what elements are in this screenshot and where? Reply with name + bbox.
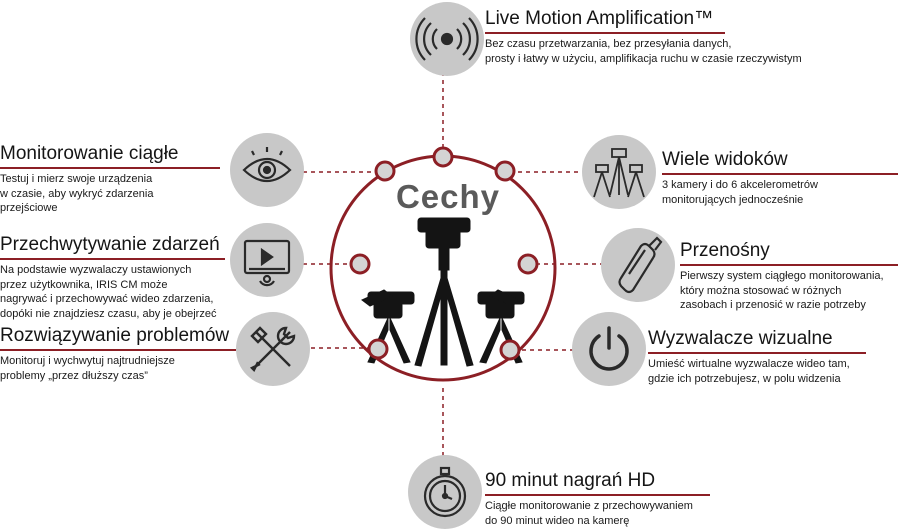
tripods-graphic xyxy=(361,217,525,367)
feature-title: Monitorowanie ciągłe xyxy=(0,143,179,164)
feature-title: Live Motion Amplification™ xyxy=(485,8,714,29)
wrench-screwdriver-icon xyxy=(236,312,310,386)
title-underline xyxy=(0,349,236,351)
feature-description: Na podstawie wyzwalaczy ustawionych prze… xyxy=(0,264,217,320)
feature-title: Rozwiązywanie problemów xyxy=(0,325,230,346)
title-underline xyxy=(485,32,725,34)
node-top-right xyxy=(494,160,516,182)
node-top xyxy=(432,146,454,168)
tripods-icon xyxy=(582,135,656,209)
node-right xyxy=(517,253,539,275)
feature-description: 3 kamery i do 6 akcelerometrów monitoruj… xyxy=(662,179,818,206)
feature-title: 90 minut nagrań HD xyxy=(485,470,656,491)
feature-visual-triggers: Wyzwalacze wizualne Umieść wirtualne wyz… xyxy=(648,328,866,386)
title-underline xyxy=(0,167,220,169)
sound-waves-icon xyxy=(410,2,484,76)
feature-troubleshooting: Rozwiązywanie problemów Monitoruj i wych… xyxy=(0,325,236,383)
title-underline xyxy=(662,173,898,175)
feature-description: Ciągłe monitorowanie z przechowywaniem d… xyxy=(485,500,693,527)
feature-title: Wyzwalacze wizualne xyxy=(648,328,833,349)
title-underline xyxy=(648,352,866,354)
feature-description: Bez czasu przetwarzania, bez przesyłania… xyxy=(485,38,802,65)
feature-multiple-views: Wiele widoków 3 kamery i do 6 akcelerome… xyxy=(662,149,898,207)
feature-title: Wiele widoków xyxy=(662,149,788,170)
feature-portable: Przenośny Pierwszy system ciągłego monit… xyxy=(680,240,898,313)
node-left xyxy=(349,253,371,275)
feature-hd-recording: 90 minut nagrań HD Ciągłe monitorowanie … xyxy=(485,470,710,528)
node-bottom-right xyxy=(499,339,521,361)
center-title: Cechy xyxy=(395,178,501,215)
stopwatch-icon xyxy=(408,455,482,529)
video-player-icon xyxy=(230,223,304,297)
power-icon xyxy=(572,312,646,386)
title-underline xyxy=(0,258,225,260)
feature-description: Monitoruj i wychwytuj najtrudniejsze pro… xyxy=(0,355,175,382)
feature-monitoring: Monitorowanie ciągłe Testuj i mierz swoj… xyxy=(0,143,220,216)
node-top-left xyxy=(374,160,396,182)
feature-event-capture: Przechwytywanie zdarzeń Na podstawie wyz… xyxy=(0,234,225,321)
feature-title: Przenośny xyxy=(680,240,770,261)
feature-title: Przechwytywanie zdarzeń xyxy=(0,234,220,255)
feature-live-motion: Live Motion Amplification™ Bez czasu prz… xyxy=(485,8,802,66)
node-bottom-left xyxy=(367,338,389,360)
carry-case-icon xyxy=(601,228,675,302)
feature-description: Umieść wirtualne wyzwalacze wideo tam, g… xyxy=(648,358,850,385)
eye-icon xyxy=(230,133,304,207)
feature-description: Pierwszy system ciągłego monitorowania, … xyxy=(680,270,884,311)
title-underline xyxy=(485,494,710,496)
title-underline xyxy=(680,264,898,266)
feature-description: Testuj i mierz swoje urządzenia w czasie… xyxy=(0,173,154,214)
